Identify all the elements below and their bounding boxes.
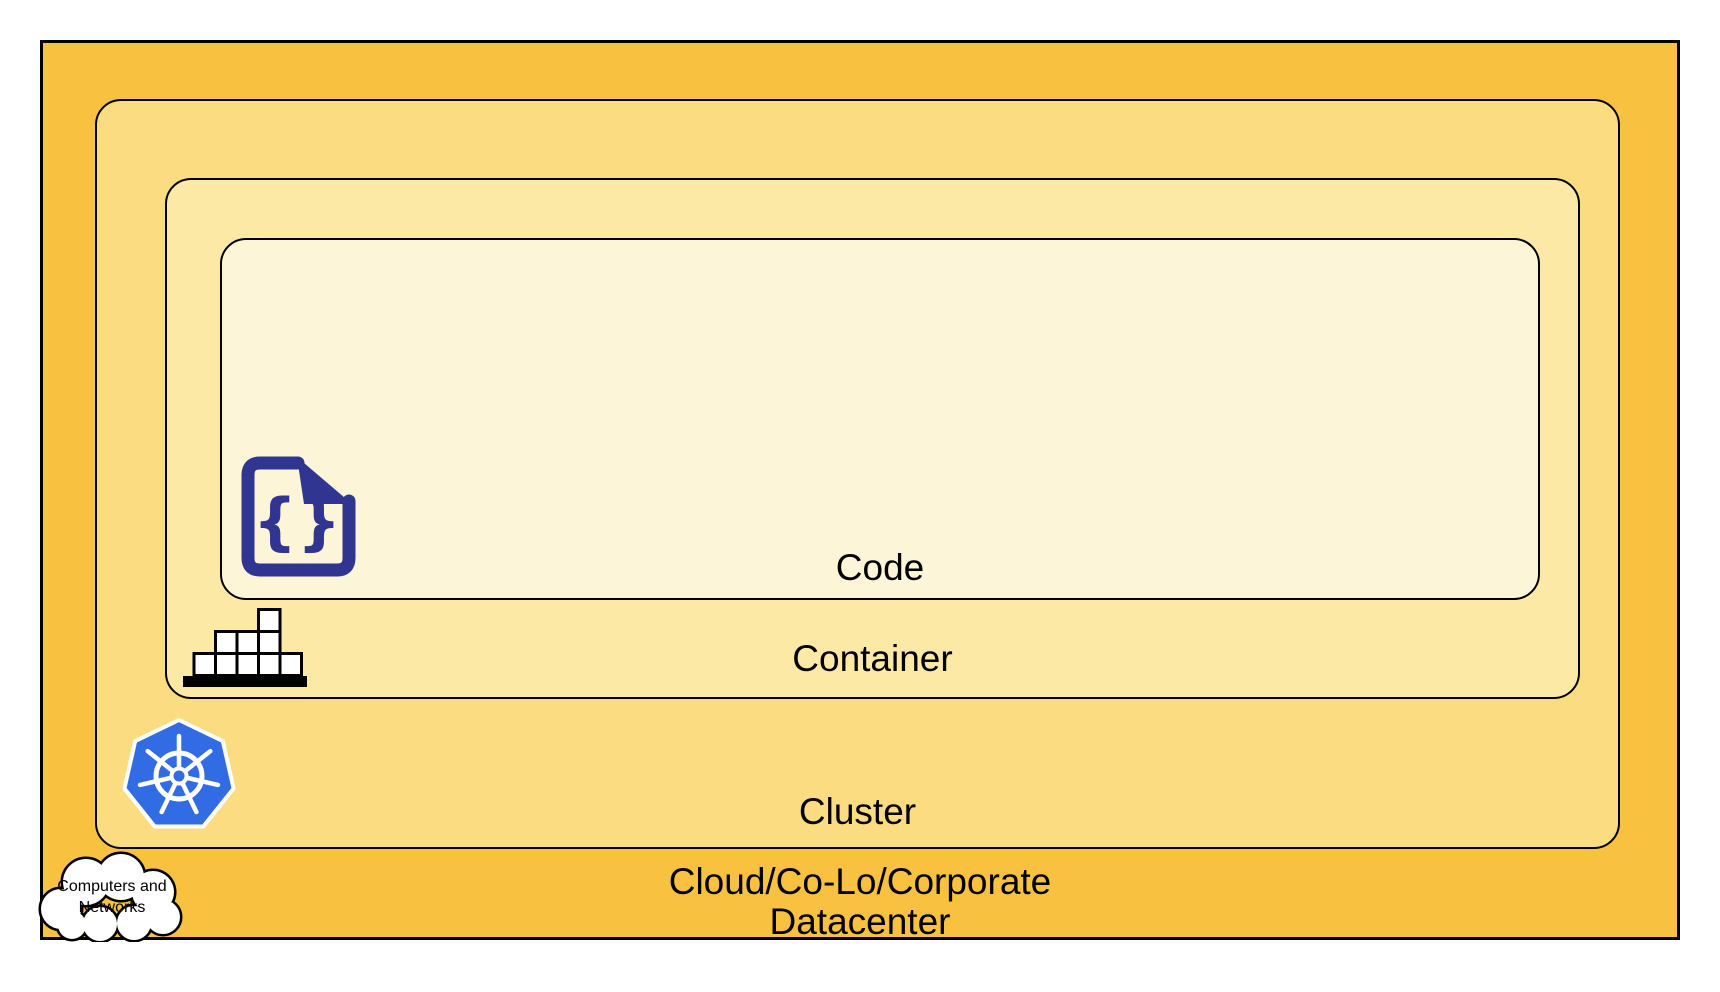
datacenter-label: Cloud/Co-Lo/Corporate Datacenter xyxy=(43,862,1677,942)
computers-networks-cloud-icon: Computers and Networks xyxy=(36,849,186,942)
cloud-label-line2: Networks xyxy=(79,899,146,916)
datacenter-label-line2: Datacenter xyxy=(769,901,951,942)
container-blocks-icon xyxy=(182,608,308,688)
container-label: Container xyxy=(792,638,953,679)
code-file-icon: {} xyxy=(240,456,357,577)
cloud-label-line1: Computers and xyxy=(57,878,166,895)
code-braces-glyph: {} xyxy=(253,485,341,558)
datacenter-label-line1: Cloud/Co-Lo/Corporate xyxy=(668,861,1052,902)
layer-code: Code xyxy=(220,238,1540,600)
cluster-label: Cluster xyxy=(798,791,917,832)
kubernetes-icon xyxy=(119,714,239,836)
code-label: Code xyxy=(835,547,925,588)
